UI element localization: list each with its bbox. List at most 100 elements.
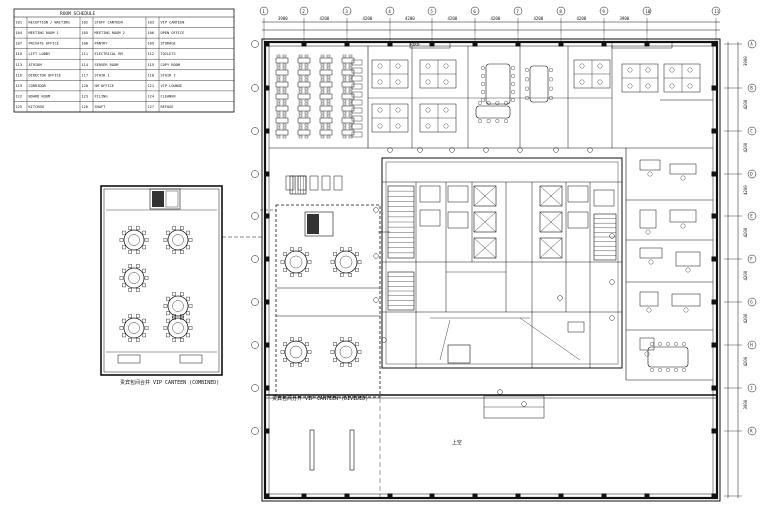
- stair: [387, 185, 415, 259]
- desk-cluster: [371, 59, 409, 89]
- grid-bubble-label: 2: [302, 9, 305, 14]
- annotation-tag: [373, 297, 379, 303]
- canteen-table: [297, 66, 311, 79]
- vip-round-tables: [280, 247, 362, 367]
- canteen-table: [275, 78, 289, 91]
- office-furniture: [639, 337, 655, 351]
- office-furniture: [639, 209, 657, 229]
- annotation-tag: [449, 147, 455, 153]
- schedule-cell: DIRECTOR OFFICE: [29, 73, 61, 77]
- canteen-table: [341, 126, 355, 139]
- workstation: [351, 67, 363, 74]
- lift-car: [539, 211, 563, 233]
- grid-bubble-label: J: [750, 386, 752, 391]
- workstation: [351, 75, 363, 82]
- canteen-table: [319, 66, 333, 79]
- canteen-table: [319, 78, 333, 91]
- annotation-tags: [373, 147, 615, 407]
- vip-canteen-combined-inset: 贵宾包间合并 VIP CANTEEN (COMBINED): [100, 185, 262, 386]
- shaft: [567, 211, 589, 229]
- atrium-void: [309, 395, 545, 498]
- office-furniture: [639, 291, 659, 307]
- building-outline: [261, 38, 721, 502]
- schedule-cell: STAIR 1: [95, 73, 110, 77]
- schedule-cell: 113: [16, 63, 23, 67]
- dimension-text: 4200: [320, 16, 330, 21]
- dimension-text: 3900: [278, 16, 288, 21]
- workstation: [351, 83, 363, 90]
- desk-cluster: [573, 59, 611, 89]
- schedule-cell: MEETING ROOM 1: [29, 31, 59, 35]
- schedule-cell: VIP CANTEEN: [161, 21, 185, 25]
- schedule-cell: 107: [16, 42, 23, 46]
- schedule-cell: COPY ROOM: [161, 63, 181, 67]
- annotation-tag: [609, 315, 615, 321]
- dimension-text: 4200: [405, 16, 415, 21]
- annotation-tag: [497, 389, 503, 395]
- annotation-tag: [381, 337, 387, 343]
- round-table: [163, 314, 193, 342]
- lift-car: [539, 237, 563, 259]
- canteen-table: [275, 54, 289, 67]
- dimension-text: 4200: [743, 142, 748, 152]
- schedule-cell: 110: [16, 52, 23, 56]
- schedule-cell: 105: [82, 31, 89, 35]
- dimension-text: 4200: [743, 99, 748, 109]
- sofa: [179, 354, 203, 364]
- schedule-cell: ELECTRICAL RM: [95, 52, 124, 56]
- building-core: [378, 157, 623, 369]
- canteen-table: [297, 126, 311, 139]
- shaft: [447, 185, 469, 203]
- annotation-tag: [387, 147, 393, 153]
- dimension-text: 4200: [743, 227, 748, 237]
- grid-bubble-label: F: [750, 257, 753, 262]
- schedule-cell: 102: [82, 21, 89, 25]
- schedule-cell: 116: [16, 73, 23, 77]
- schedule-cell: 118: [148, 73, 155, 77]
- dimension-text: 4200: [743, 313, 748, 323]
- meeting-table: [481, 63, 515, 105]
- round-table: [119, 226, 149, 254]
- schedule-cell: 123: [82, 94, 89, 98]
- shaft: [567, 185, 589, 203]
- stair-treads: [289, 175, 617, 311]
- office-desks: [351, 59, 701, 138]
- atrium-label: 上空: [452, 439, 462, 446]
- schedule-cell: FILING: [95, 94, 108, 98]
- servery-counter: [309, 175, 319, 191]
- grid-bubble-label: E: [750, 214, 753, 219]
- canteen-table: [275, 114, 289, 127]
- schedule-cell: 126: [82, 105, 89, 109]
- canteen-table: [341, 90, 355, 103]
- roof-label: ROOF: [410, 42, 421, 48]
- dimension-text: 3900: [743, 56, 748, 66]
- office-furniture: [639, 159, 661, 171]
- grid-bubble-label: D: [750, 172, 753, 177]
- annotation-tag: [517, 147, 523, 153]
- canteen-table: [341, 54, 355, 67]
- stair: [593, 213, 617, 261]
- schedule-cell: LIFT LOBBY: [29, 52, 51, 56]
- schedule-cell: TOILETS: [161, 52, 176, 56]
- schedule-cell: CORRIDOR: [29, 84, 47, 88]
- workstation: [351, 91, 363, 98]
- shaft: [419, 185, 441, 203]
- schedule-cell: 108: [82, 42, 89, 46]
- schedule-cell: 122: [16, 94, 23, 98]
- canteen-table: [275, 102, 289, 115]
- desk-cluster: [663, 63, 701, 93]
- dimension-text: 4200: [743, 185, 748, 195]
- canteen-table: [275, 126, 289, 139]
- schedule-cell: PRIVATE OFFICE: [29, 42, 59, 46]
- schedule-cell: 121: [148, 84, 155, 88]
- schedule-cell: 124: [148, 94, 155, 98]
- office-zone-east: [625, 148, 713, 381]
- shaft: [447, 211, 469, 229]
- workstation: [351, 59, 363, 66]
- canteen-table: [297, 90, 311, 103]
- round-table: [280, 247, 312, 277]
- workstation: [351, 123, 363, 130]
- vip-divided-label: 贵宾包间分开 VIP CANTEEN (DIVIDED): [272, 395, 368, 402]
- annotation-tag: [587, 147, 593, 153]
- schedule-cell: 111: [82, 52, 89, 56]
